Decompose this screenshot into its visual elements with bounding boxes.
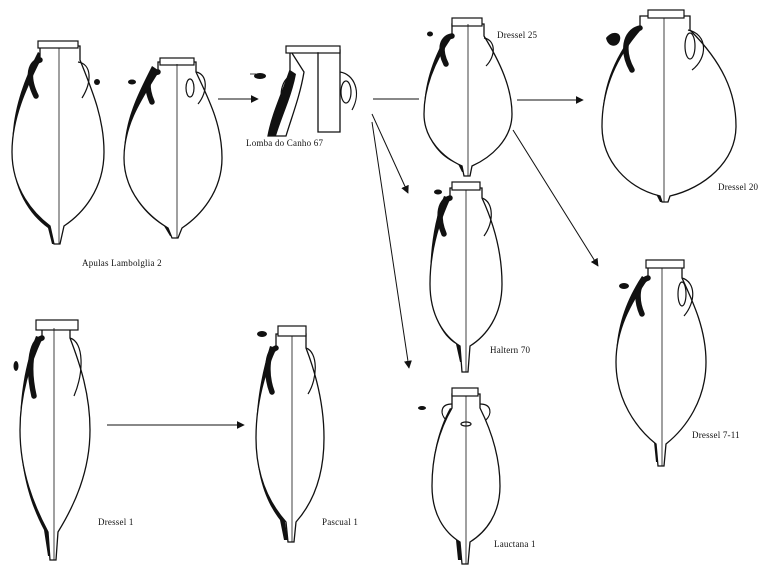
label-haltern-70: Haltern 70 xyxy=(490,345,530,355)
arrow-dressel25-to-dressel711 xyxy=(513,130,598,266)
amphora-haltern-70 xyxy=(430,182,502,372)
amphora-lauctana-1 xyxy=(418,388,500,564)
label-lomba-do-canho-67: Lomba do Canho 67 xyxy=(246,138,323,148)
arrow-lomba-to-haltern70 xyxy=(372,114,408,193)
amphora-dressel-1 xyxy=(14,320,91,560)
label-apulas-lamboglia-2: Apulas Lambolglia 2 xyxy=(82,258,162,268)
label-dressel-25: Dressel 25 xyxy=(497,30,537,40)
label-dressel-7-11: Dressel 7-11 xyxy=(692,430,740,440)
amphora-lomba-do-canho-67 xyxy=(250,46,356,136)
amphora-apulas-b xyxy=(124,58,222,238)
label-dressel-20: Dressel 20 xyxy=(718,182,758,192)
label-pascual-1: Pascual 1 xyxy=(322,517,358,527)
arrow-lomba-to-lauctana1 xyxy=(372,122,409,368)
amphora-dressel-25 xyxy=(424,18,512,176)
label-lauctana-1: Lauctana 1 xyxy=(494,539,536,549)
amphora-dressel-20 xyxy=(602,10,736,202)
amphora-pascual-1 xyxy=(256,326,324,542)
label-dressel-1: Dressel 1 xyxy=(98,517,134,527)
amphora-apulas-a xyxy=(12,41,104,244)
